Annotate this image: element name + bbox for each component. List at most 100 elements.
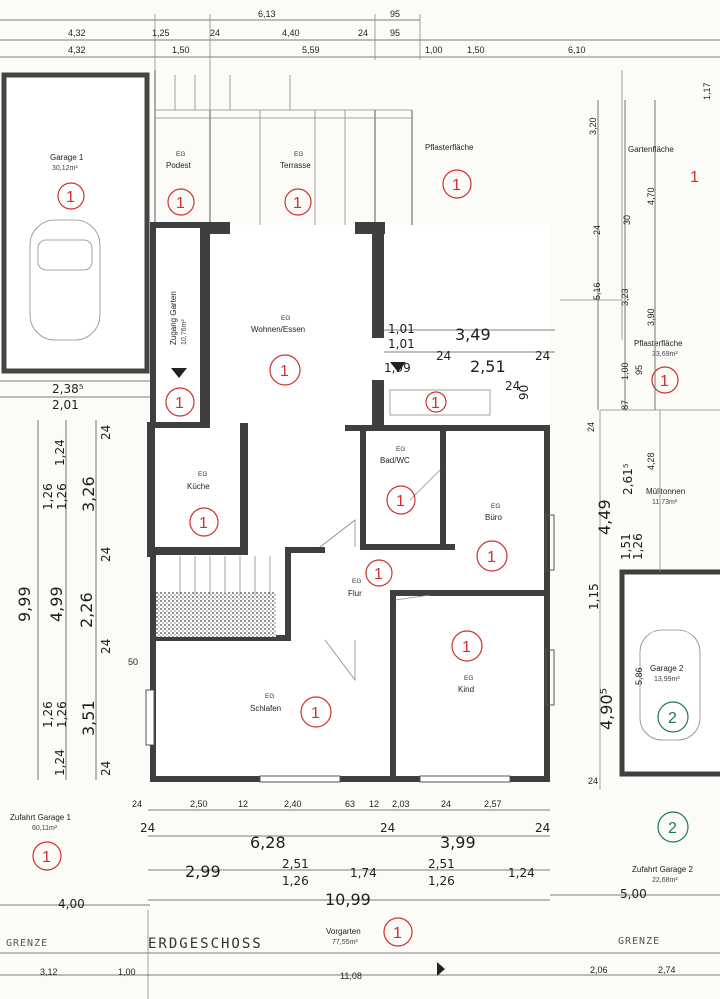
podest-eg: EG: [176, 151, 185, 158]
garage-1: Garage 1 30,12m²: [1, 72, 150, 374]
dim-inner-2: 1,01: [388, 337, 415, 351]
dim-right-21: 24: [588, 776, 598, 786]
dim-bottom-15: 2,99: [185, 862, 221, 881]
svg-text:1: 1: [66, 189, 75, 206]
dim-bottom-25: 3,12: [40, 967, 58, 977]
marker-flur-small: 1: [425, 391, 447, 413]
flur-label: Flur: [348, 589, 362, 598]
dim-top-12: 1,00: [425, 45, 443, 55]
dim-bottom-9: 2,57: [484, 799, 502, 809]
schlafen-eg: EG: [265, 693, 274, 700]
dim-right-14: 4,49: [595, 499, 614, 535]
dim-bottom-24: 5,00: [620, 887, 647, 901]
dim-inner-7: 24: [535, 349, 550, 363]
dim-bottom-23: 4,00: [58, 897, 85, 911]
right-area: Pflasterfläche 33,69m² Mülltonnen 11,73m…: [599, 339, 720, 790]
zugang-area: 10,76m²: [181, 319, 188, 345]
dim-inner-9: 90: [517, 385, 531, 400]
garage1-label: Garage 1: [50, 153, 84, 162]
dim-left-18: 50: [128, 657, 138, 667]
marker-vorgarten: 1: [383, 917, 413, 947]
dim-top-9: 4,32: [68, 45, 86, 55]
dim-top-14: 6,10: [568, 45, 586, 55]
dim-bottom-8: 24: [441, 799, 451, 809]
dim-top-1: 6,13: [258, 9, 276, 19]
svg-text:1: 1: [293, 195, 302, 212]
dim-bottom-6: 12: [369, 799, 379, 809]
garage2-label: Garage 2: [650, 664, 684, 673]
pflaster2-label: Pflasterfläche: [634, 339, 683, 348]
dim-right-9: 95: [634, 365, 644, 375]
marker-flur: 1: [365, 559, 393, 587]
dim-right-12: 2,61⁵: [621, 463, 635, 495]
dim-right-4: 24: [592, 225, 602, 235]
dim-top-2: 95: [390, 9, 400, 19]
marker-kueche: 1: [189, 507, 219, 537]
bottom-area: Zufahrt Garage 1 60,11m² Zufahrt Garage …: [0, 813, 720, 999]
dim-right-10: 87: [620, 400, 630, 410]
dim-bottom-7: 2,03: [392, 799, 410, 809]
svg-text:1: 1: [660, 373, 669, 390]
grenze-right: GRENZE: [618, 936, 660, 947]
flur-eg: EG: [352, 578, 361, 585]
dim-bottom-3: 12: [238, 799, 248, 809]
dim-bottom-11: 6,28: [250, 833, 286, 852]
dim-right-20: 1,17: [702, 82, 712, 100]
svg-text:1: 1: [393, 925, 402, 942]
svg-text:1: 1: [175, 395, 184, 412]
dim-inner-5: 24: [436, 349, 451, 363]
dim-left-14: 1,26: [55, 701, 69, 728]
wohnen-eg: EG: [281, 315, 290, 322]
zufahrt2-label: Zufahrt Garage 2: [632, 865, 693, 874]
dim-right-13: 4,28: [646, 452, 656, 470]
dim-top-13: 1,50: [467, 45, 485, 55]
dim-left-11: 24: [99, 547, 113, 562]
marker-zufahrt1: 1: [32, 841, 62, 871]
dim-bottom-5: 63: [345, 799, 355, 809]
marker-garage1: 1: [57, 182, 85, 210]
marker-zufahrt2: 2: [657, 811, 689, 843]
dim-right-5: 5,16: [592, 282, 602, 300]
dim-right-7: 3,90: [646, 308, 656, 326]
buero-label: Büro: [485, 513, 502, 522]
dim-right-19: 5,86: [634, 667, 644, 685]
marker-gartenflaeche: 1: [690, 169, 699, 186]
dim-bottom-29: 2,74: [658, 965, 676, 975]
dim-left-17: 24: [99, 761, 113, 776]
dim-left-2: 2,01: [52, 398, 79, 412]
dim-right-11: 24: [586, 422, 596, 432]
dim-right-1: 3,20: [588, 117, 598, 135]
marker-pflaster1: 1: [442, 169, 472, 199]
svg-text:1: 1: [199, 515, 208, 532]
dim-left-5: 2,26: [77, 592, 96, 628]
dim-bottom-1: 24: [132, 799, 142, 809]
dim-left-9: 3,26: [79, 476, 98, 512]
kind-label: Kind: [458, 685, 474, 694]
dim-top-11: 5,59: [302, 45, 320, 55]
house-walls: [145, 222, 555, 783]
dim-left-3: 9,99: [15, 586, 34, 622]
bad-eg: EG: [396, 446, 405, 453]
zufahrt1-area: 60,11m²: [32, 825, 58, 832]
dim-left-6: 1,24: [53, 439, 67, 466]
dim-top-5: 24: [210, 28, 220, 38]
inner-dimensions: 1,01 1,01 3,49 1,99 24 2,51 24 24 90: [384, 322, 555, 416]
dim-top-4: 1,25: [152, 28, 170, 38]
svg-text:1: 1: [42, 849, 51, 866]
left-dimensions: 2,38⁵ 2,01 9,99 4,99 2,26 1,24 1,26 1,26…: [0, 380, 150, 780]
svg-text:1: 1: [396, 493, 405, 510]
bottom-dimensions: 24 2,50 12 2,40 63 12 2,03 24 2,57 24 6,…: [0, 799, 720, 981]
dim-left-15: 3,51: [79, 700, 98, 736]
svg-text:1: 1: [431, 395, 440, 412]
dim-top-6: 4,40: [282, 28, 300, 38]
dim-bottom-2: 2,50: [190, 799, 208, 809]
dim-right-2: 30: [622, 215, 632, 225]
dim-top-7: 24: [358, 28, 368, 38]
dim-right-18: 4,90⁵: [597, 688, 616, 730]
dim-right-17: 1,15: [587, 583, 601, 610]
svg-text:1: 1: [487, 549, 496, 566]
dim-bottom-12: 24: [380, 821, 395, 835]
vorgarten-label: Vorgarten: [326, 927, 361, 936]
dim-inner-1: 1,01: [388, 322, 415, 336]
